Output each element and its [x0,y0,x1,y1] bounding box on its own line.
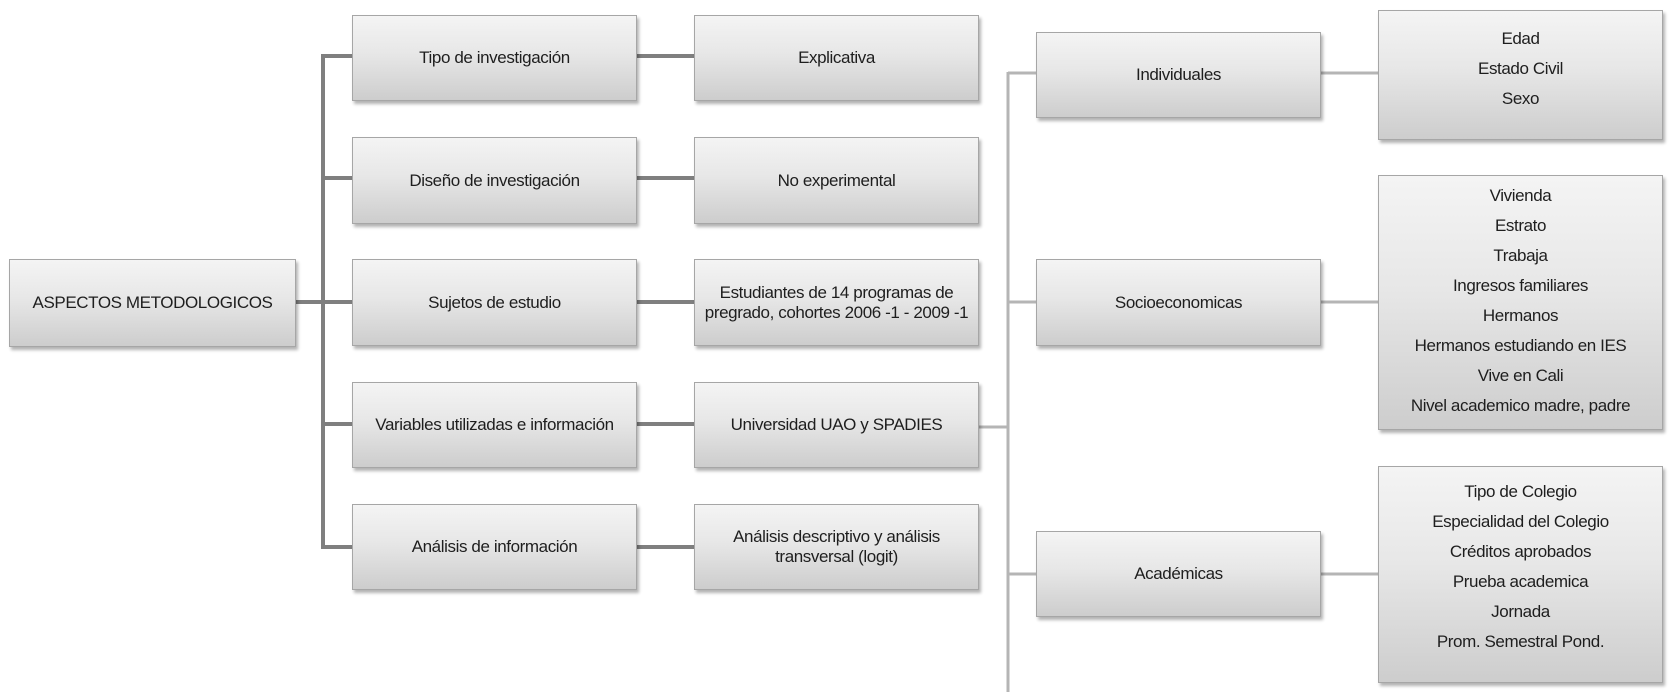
variable-item: Especialidad del Colegio [1432,512,1609,531]
value-line: pregrado, cohortes 2006 -1 - 2009 -1 [704,302,969,322]
variable-item: Estrato [1494,216,1547,235]
variable-item: Prom. Semestral Pond. [1436,632,1605,651]
variable-item: Edad [1501,29,1540,48]
variable-item: Sexo [1501,89,1540,108]
group-label: Socioeconomicas [1114,292,1243,312]
variable-item: Créditos aprobados [1449,542,1592,561]
value-node-variables: Universidad UAO y SPADIES [694,382,979,468]
group-node-socioeconomicas: Socioeconomicas [1036,259,1321,346]
aspect-label: Tipo de investigación [419,48,570,67]
value-node-analisis: Análisis descriptivo y análisis transver… [694,504,979,590]
value-line: transversal (logit) [775,547,898,566]
variable-item: Estado Civil [1478,59,1563,78]
root-node: ASPECTOS METODOLOGICOS [9,259,296,347]
value-line: Universidad UAO y SPADIES [730,415,943,434]
variable-list-academicas: Tipo de Colegio Especialidad del Colegio… [1378,466,1663,683]
aspect-node-tipo: Tipo de investigación [352,15,637,101]
aspect-node-variables: Variables utilizadas e información [352,382,637,468]
root-label: ASPECTOS METODOLOGICOS [32,293,273,312]
aspect-label: Variables utilizadas e información [375,415,614,434]
aspect-node-sujetos: Sujetos de estudio [352,259,637,346]
value-node-diseno: No experimental [694,137,979,224]
variable-item: Tipo de Colegio [1464,482,1577,501]
value-node-sujetos: Estudiantes de 14 programas de pregrado,… [694,259,979,346]
aspect-label: Diseño de investigación [409,170,580,190]
group-node-academicas: Académicas [1036,531,1321,617]
value-line: Estudiantes de 14 programas de [719,282,954,302]
variable-item: Ingresos familiares [1452,276,1589,295]
group-label: Individuales [1136,65,1221,84]
value-line: No experimental [777,170,896,190]
variable-item: Nivel academico madre, padre [1410,396,1631,415]
variable-item: Trabaja [1493,246,1548,265]
group-label: Académicas [1134,564,1223,583]
aspect-node-diseno: Diseño de investigación [352,137,637,224]
variable-item: Hermanos [1482,306,1559,325]
variable-item: Vive en Cali [1477,366,1564,385]
aspect-label: Análisis de información [411,537,578,556]
variable-item: Vivienda [1489,186,1552,205]
aspect-label: Sujetos de estudio [428,292,561,312]
variable-item: Prueba academica [1452,572,1589,591]
value-line: Explicativa [798,48,875,67]
variable-item: Hermanos estudiando en IES [1414,336,1627,355]
variable-list-socioeconomicas: Vivienda Estrato Trabaja Ingresos famili… [1378,175,1663,430]
aspect-node-analisis: Análisis de información [352,504,637,590]
variable-list-individuales: Edad Estado Civil Sexo [1378,10,1663,140]
value-line: Análisis descriptivo y análisis [733,527,940,546]
variable-item: Jornada [1491,602,1550,621]
group-node-individuales: Individuales [1036,32,1321,118]
value-node-tipo: Explicativa [694,15,979,101]
